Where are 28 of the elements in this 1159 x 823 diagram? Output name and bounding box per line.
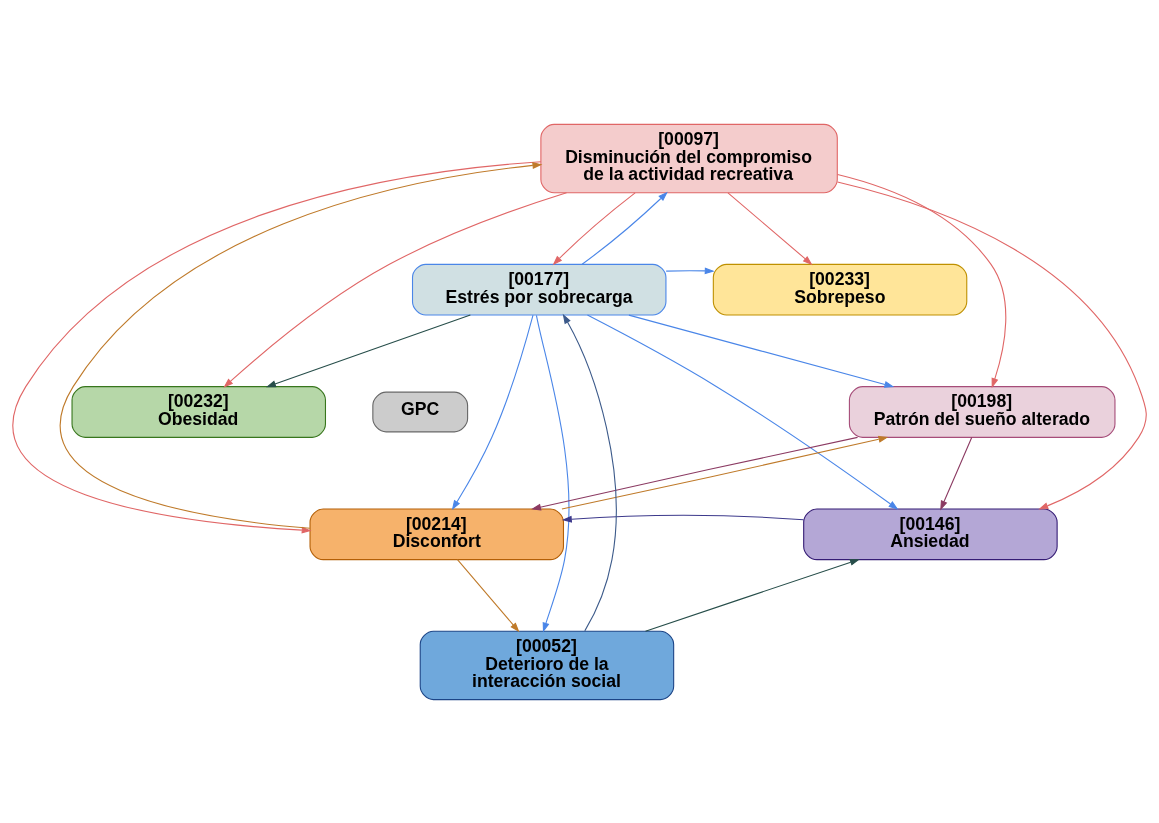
arrow — [456, 558, 520, 632]
node-box: [00052] Deterioro de la interacción social — [419, 630, 675, 700]
arrow — [727, 191, 813, 265]
node-box: [00233] Sobrepeso — [712, 263, 968, 316]
arrow — [665, 266, 715, 274]
arrow — [837, 173, 1007, 388]
arrow — [451, 314, 534, 510]
arrow — [265, 314, 471, 387]
arrow — [940, 436, 973, 510]
arrow — [531, 436, 859, 510]
arrow — [581, 191, 668, 265]
node-box: [00097] Disminución del compromiso de la actividad recreativa — [540, 123, 838, 193]
arrow — [223, 191, 568, 388]
node-box: [00198] Patrón del sueño alterado — [848, 385, 1116, 438]
arrow — [561, 514, 805, 523]
arrow — [562, 313, 617, 631]
node-box: GPC — [372, 391, 469, 432]
arrow — [561, 435, 889, 509]
arrow — [586, 314, 899, 510]
arrow — [552, 191, 636, 265]
node-box: [00232] Obesidad — [71, 385, 327, 438]
arrow — [836, 181, 1147, 509]
arrow — [644, 558, 860, 632]
node-box: [00177] Estrés por sobrecarga — [411, 263, 667, 316]
node-box: [00146] Ansiedad — [803, 507, 1058, 560]
arrow — [535, 314, 570, 632]
arrow — [628, 314, 895, 388]
node-box: [00214] Disconfort — [309, 507, 564, 560]
